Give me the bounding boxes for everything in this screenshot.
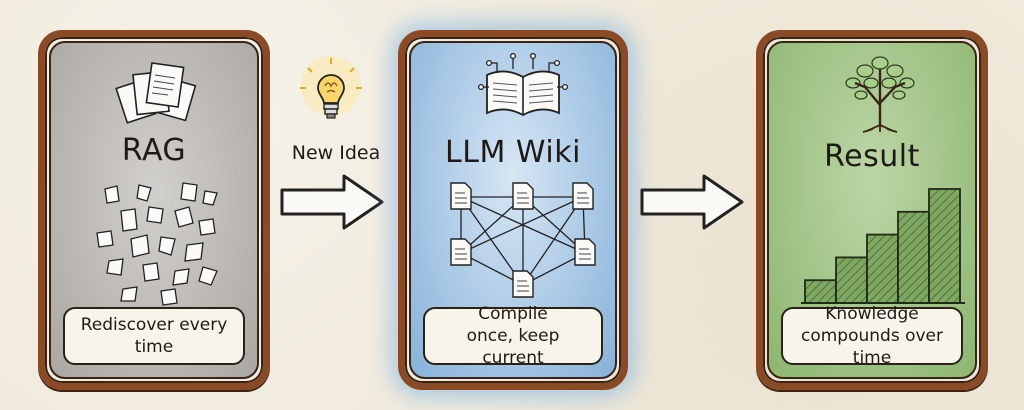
document-stack-icon xyxy=(115,62,197,124)
bar-1 xyxy=(804,279,837,304)
result-panel-inner: Result Knowledge compounds over time xyxy=(767,41,977,379)
rag-title: RAG xyxy=(121,133,187,168)
llm-wiki-title: LLM Wiki xyxy=(445,135,581,170)
llm-wiki-caption: Compile once, keep current xyxy=(423,304,603,368)
scattered-pages-icon xyxy=(96,182,218,306)
lightbulb-brain-icon xyxy=(300,56,362,119)
rag-panel: RAG Redisc xyxy=(38,30,270,390)
llm-wiki-panel-inner: LLM Wiki xyxy=(409,41,617,379)
growth-bar-chart xyxy=(801,188,965,304)
bar-2 xyxy=(835,256,868,304)
result-panel: Result Knowledge compounds over time xyxy=(756,30,988,390)
open-book-circuit-icon xyxy=(477,53,569,117)
result-title: Result xyxy=(824,139,920,174)
bar-5 xyxy=(928,188,961,304)
new-idea-label: New Idea xyxy=(291,142,381,164)
arrow-right-icon xyxy=(280,174,384,230)
arrow-right-icon-2 xyxy=(640,174,744,230)
bar-4 xyxy=(897,210,930,304)
rag-caption: Rediscover every time xyxy=(63,307,245,365)
result-caption: Knowledge compounds over time xyxy=(781,304,963,368)
linked-docs-network-icon xyxy=(450,182,596,298)
rag-panel-inner: RAG Redisc xyxy=(49,41,259,379)
llm-wiki-panel: LLM Wiki xyxy=(398,30,628,390)
bar-3 xyxy=(866,233,899,304)
tree-icon xyxy=(845,56,915,133)
